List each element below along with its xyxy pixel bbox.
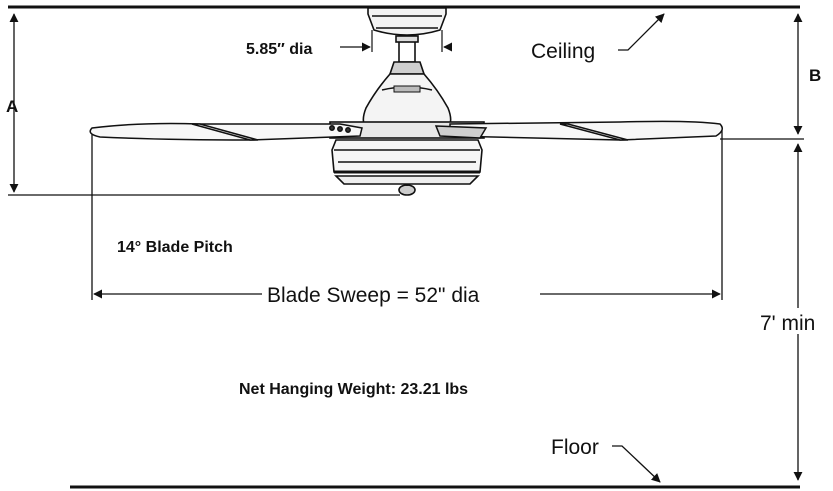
ceiling-label: Ceiling — [531, 40, 595, 63]
coupler — [388, 61, 426, 75]
finial — [398, 184, 416, 196]
downrod — [398, 39, 416, 63]
blade-sweep-label: Blade Sweep = 52" dia — [267, 284, 480, 307]
diameter-label: 5.85″ dia — [246, 41, 312, 58]
motor-housing — [362, 73, 452, 125]
ceiling-fan-illustration — [329, 7, 485, 196]
dimension-a-label: A — [6, 97, 18, 116]
dimension-b-label: B — [809, 66, 821, 85]
fan-blades — [89, 120, 723, 141]
floor-leader — [612, 445, 661, 483]
canopy — [367, 7, 447, 36]
net-weight-label: Net Hanging Weight: 23.21 lbs — [239, 381, 468, 398]
floor-label: Floor — [551, 436, 599, 459]
min-height-label: 7' min — [760, 312, 815, 335]
light-kit — [331, 139, 483, 173]
blade-pitch-label: 14° Blade Pitch — [117, 239, 233, 256]
ceiling-leader — [618, 13, 665, 51]
